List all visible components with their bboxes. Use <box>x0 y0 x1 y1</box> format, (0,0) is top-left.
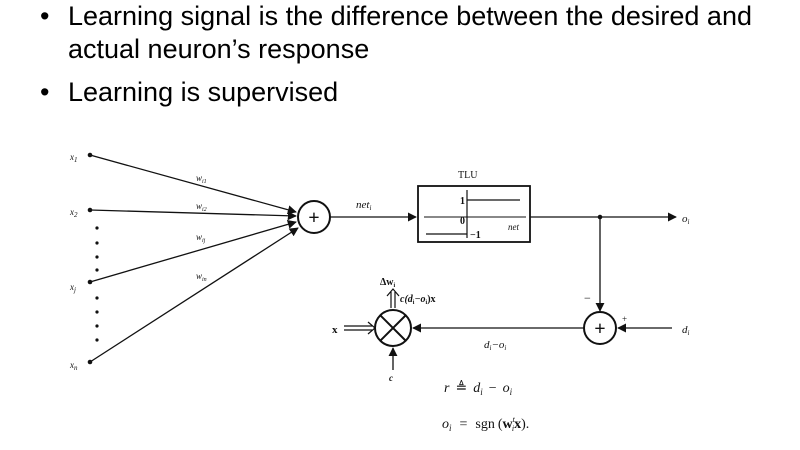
ellipsis-dot <box>95 310 99 314</box>
comparator-minus-sign: − <box>584 291 591 305</box>
input-line-xj <box>89 219 297 283</box>
x-input-label: x <box>332 324 338 336</box>
weight-label-w1: wi1 <box>196 173 207 185</box>
ellipsis-dot <box>95 255 99 259</box>
tlu-one-label: 1 <box>460 196 465 207</box>
desired-label: di <box>682 324 690 337</box>
bullet-dot: • <box>40 1 50 31</box>
input-label-x1: x1 <box>69 152 78 164</box>
delta-w-label: Δwi <box>380 277 396 289</box>
output-label: oi <box>682 213 690 226</box>
sum-plus-symbol: + <box>308 207 319 229</box>
comparator-plus-symbol: + <box>594 318 605 340</box>
input-label-x2: x2 <box>69 207 78 219</box>
net-label: neti <box>356 199 371 212</box>
delta-w-arrow <box>386 288 400 308</box>
x-input-arrow <box>344 321 376 335</box>
bullet-text-supervised: Learning is supervised <box>68 77 339 107</box>
ellipsis-dot <box>95 324 99 328</box>
error-label: di−oi <box>484 339 506 352</box>
ellipsis-dot <box>95 268 99 272</box>
tlu-minus-one-label: −1 <box>470 230 481 241</box>
bullet-item-learning-signal: • Learning signal is the difference betw… <box>40 0 780 66</box>
input-label-xj: xj <box>69 282 76 294</box>
c-input-label: c <box>389 373 393 383</box>
comparator-junction: + <box>583 311 617 345</box>
ellipsis-dot <box>95 241 99 245</box>
comparator-plus-sign: + <box>622 314 627 324</box>
input-nodes <box>87 152 99 365</box>
tlu-zero-label: 0 <box>460 216 465 227</box>
summing-junction: + <box>297 200 331 234</box>
bullet-item-supervised: • Learning is supervised <box>40 76 780 109</box>
tlu-label: TLU <box>458 170 478 181</box>
input-node-xn <box>87 359 93 365</box>
ellipsis-dot <box>95 338 99 342</box>
input-node-x2 <box>87 207 93 213</box>
input-line-x2 <box>89 209 297 221</box>
input-line-x1 <box>89 154 297 215</box>
multiplier-junction <box>374 309 412 347</box>
equation-learning-signal: r≜di−oi <box>444 380 513 397</box>
input-line-xn <box>89 227 299 363</box>
ellipsis-dot <box>95 226 99 230</box>
bullet-dot: • <box>40 77 50 107</box>
tlu-block: TLU 1 0 −1 net <box>417 170 531 243</box>
input-label-xn: xn <box>69 360 78 372</box>
bullet-text-learning-signal: Learning signal is the difference betwee… <box>68 1 752 64</box>
update-expression: c(di−oi)x <box>400 294 436 306</box>
ellipsis-dot <box>95 296 99 300</box>
bullet-list: • Learning signal is the difference betw… <box>40 0 780 109</box>
weight-label-wn: win <box>196 271 207 283</box>
input-lines <box>89 154 299 363</box>
tlu-net-label: net <box>508 222 519 232</box>
input-node-xj <box>87 279 93 285</box>
weight-label-w2: wi2 <box>196 201 207 213</box>
input-node-x1 <box>87 152 93 158</box>
weight-label-wj: wij <box>196 232 206 244</box>
